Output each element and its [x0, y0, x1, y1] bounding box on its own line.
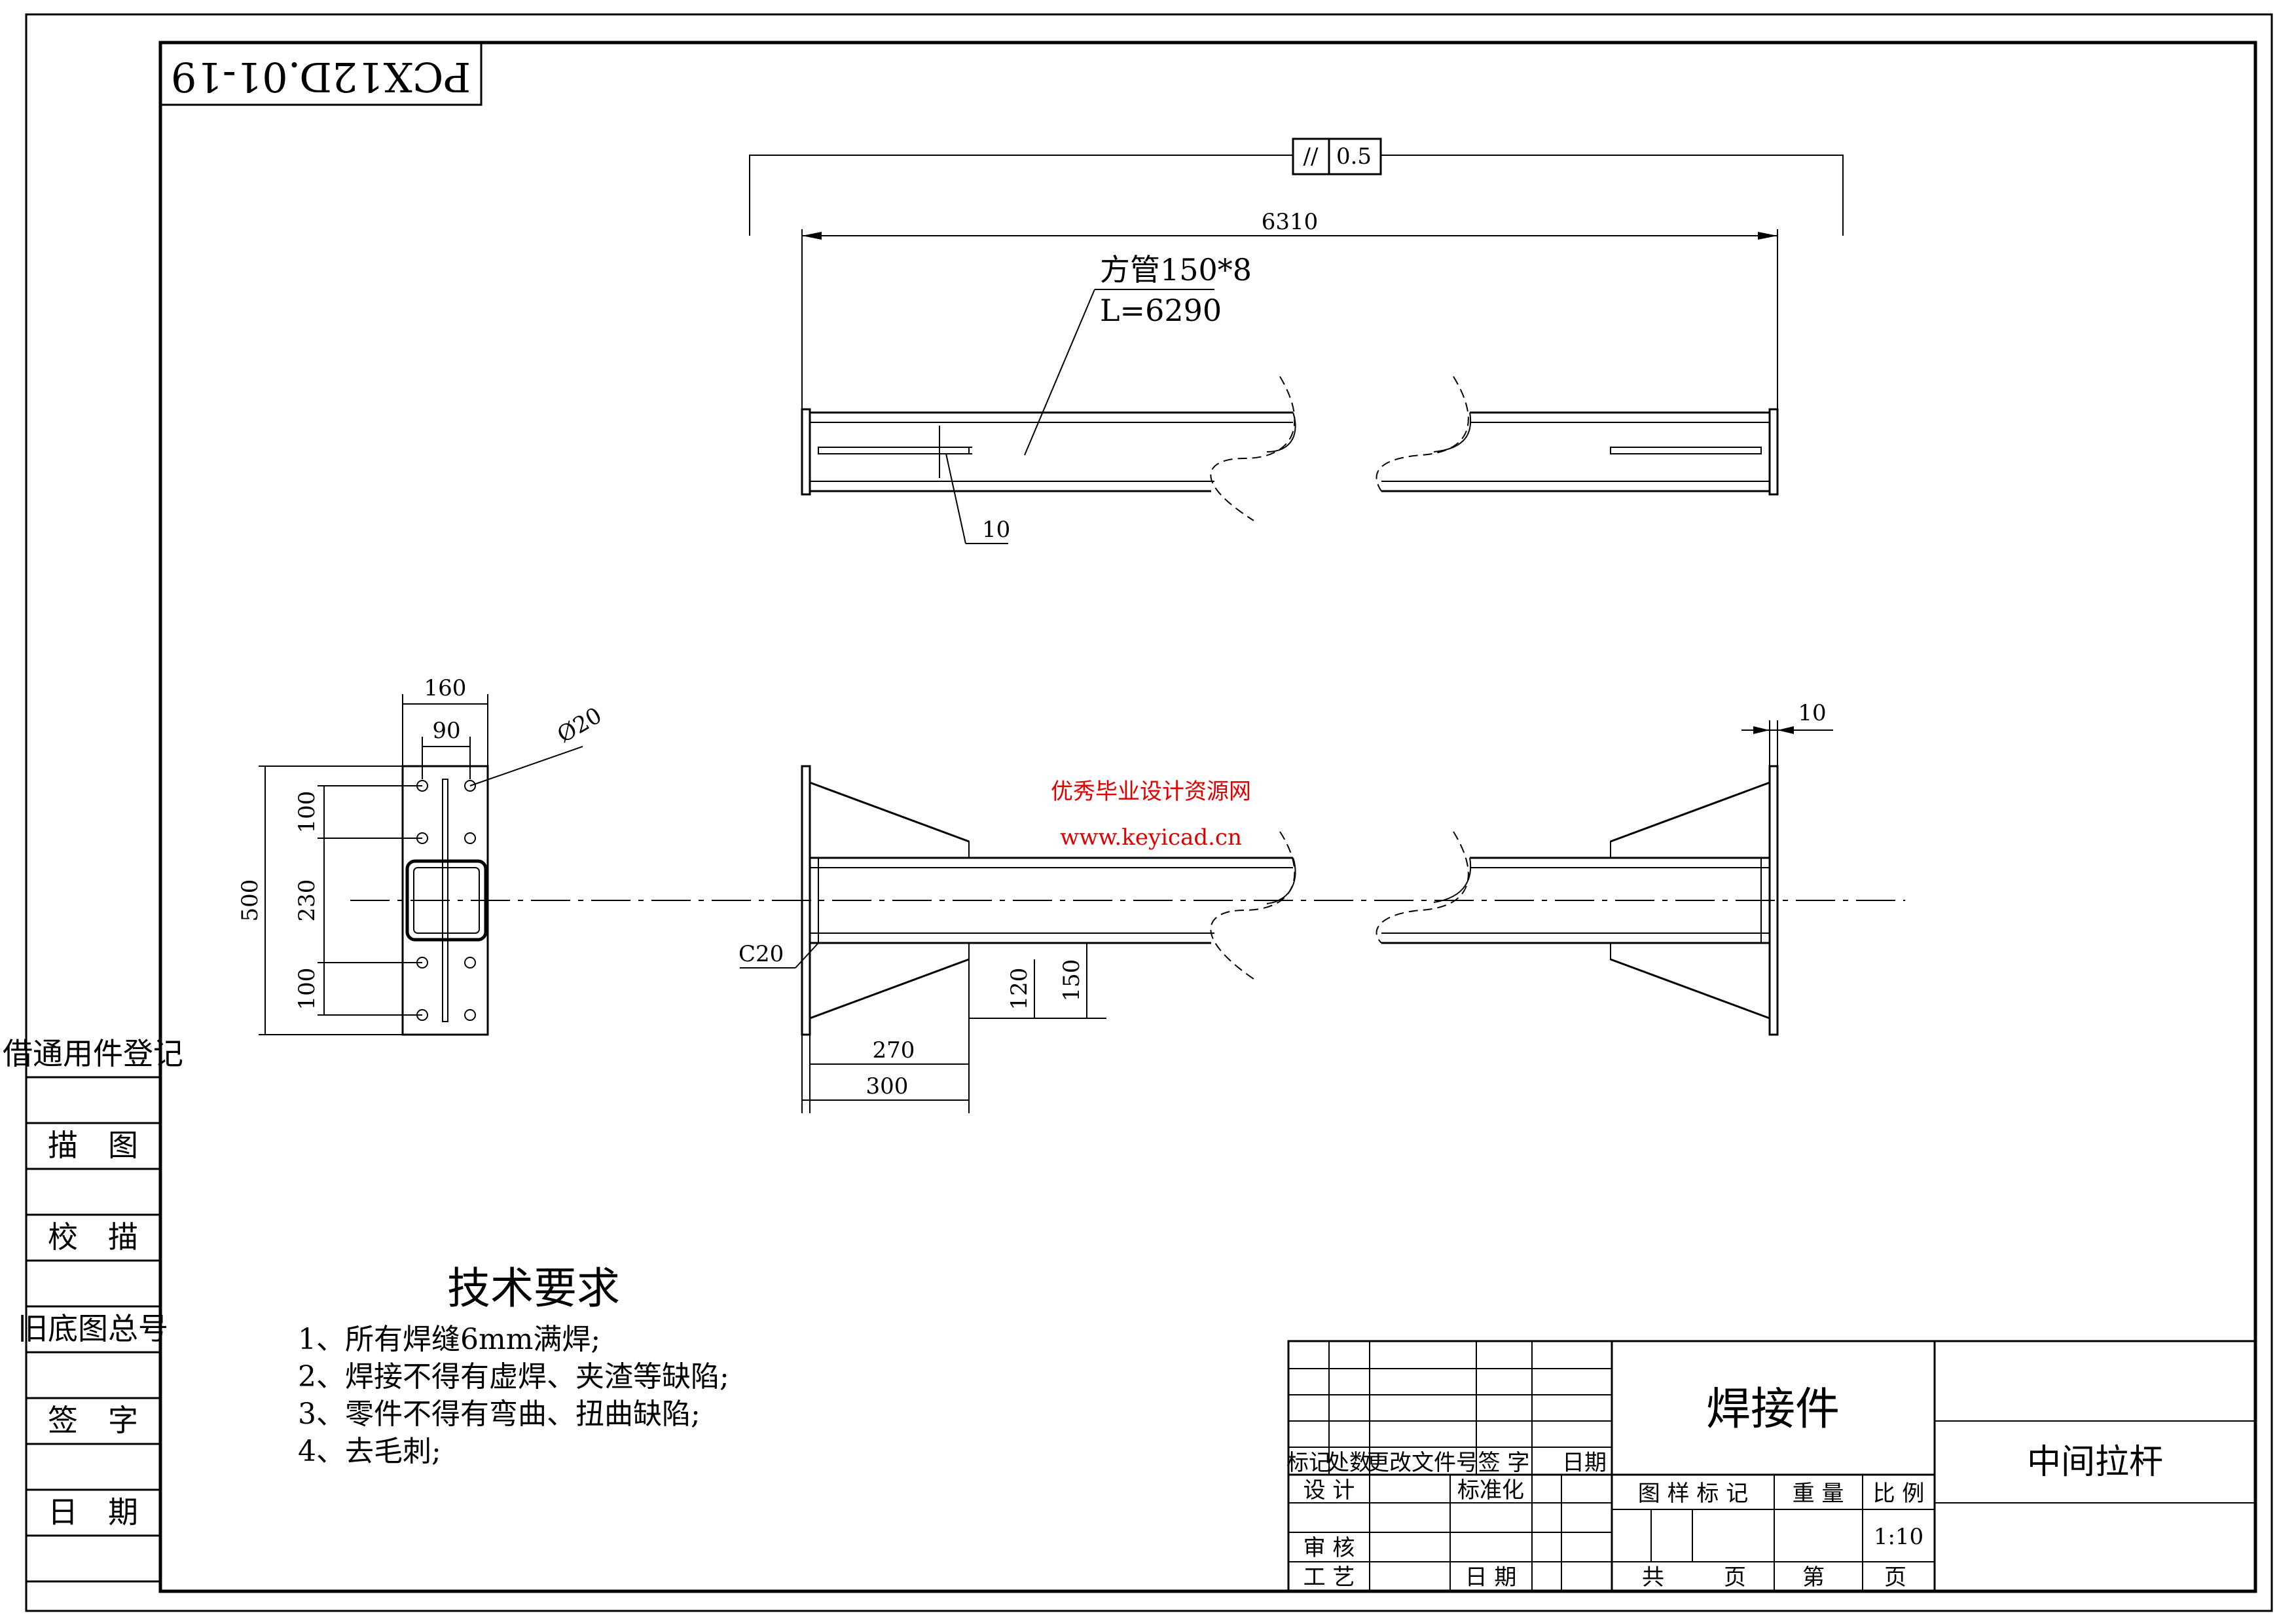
dim-rib-height-outer: 150 [1059, 959, 1085, 1002]
rev-header-date: 日期 [1562, 1450, 1607, 1476]
tech-requirement-item: 1、所有焊缝6mm满焊; [298, 1323, 600, 1356]
rev-header-sign: 签 字 [1478, 1450, 1530, 1476]
dim-rib-height-inner: 120 [1006, 968, 1032, 1010]
tech-requirements: 技术要求 1、所有焊缝6mm满焊; 2、焊接不得有虚焊、夹渣等缺陷; 3、零件不… [298, 1263, 729, 1468]
part-label-spec: 方管150*8 [1100, 252, 1252, 287]
dim-hole-spacing-top: 100 [294, 791, 320, 834]
front-view: 10 C20 120 150 270 300 [738, 700, 1833, 1113]
watermark: 优秀毕业设计资源网 www.keyicad.cn [1051, 779, 1251, 851]
side-cell-old-number: 旧底图总号 [18, 1311, 168, 1346]
watermark-url: www.keyicad.cn [1060, 824, 1242, 851]
dim-chamfer: C20 [738, 941, 784, 967]
side-cell-sign: 签 字 [48, 1403, 138, 1438]
ratio-value: 1:10 [1874, 1524, 1923, 1550]
side-cell-register: 借通用件登记 [3, 1036, 183, 1071]
dim-rib-length-outer: 300 [866, 1073, 909, 1099]
part-name: 中间拉杆 [2027, 1443, 2163, 1482]
total-pages-label: 共 [1642, 1564, 1664, 1591]
dim-hole-spacing-x: 90 [432, 718, 460, 744]
sample-mark-label: 图 样 标 记 [1638, 1481, 1748, 1507]
review-label: 审 核 [1303, 1535, 1355, 1561]
tech-requirement-item: 4、去毛刺; [298, 1435, 441, 1468]
tolerance-value: 0.5 [1336, 143, 1372, 170]
rev-header-document: 更改文件号 [1367, 1450, 1478, 1476]
weight-label: 重 量 [1793, 1481, 1844, 1507]
dim-hole-spacing-mid: 230 [294, 879, 320, 922]
dim-plate-height: 500 [237, 879, 263, 922]
dim-thickness: 10 [982, 517, 1010, 543]
dim-hole-diameter: Ø20 [553, 703, 607, 748]
drawing-code: PCX12D.01-19 [171, 53, 471, 101]
dim-plate-width: 160 [424, 675, 467, 701]
sheet-number-label: 第 [1802, 1564, 1825, 1591]
rev-header-count: 处数 [1327, 1450, 1372, 1476]
sheet-number-unit: 页 [1884, 1564, 1906, 1591]
design-label: 设 计 [1303, 1477, 1355, 1504]
drawing-code-box: PCX12D.01-19 [159, 41, 483, 106]
top-view: // 0.5 6310 方管150*8 L=6290 [749, 138, 1844, 544]
total-pages-unit: 页 [1724, 1564, 1746, 1591]
rev-header-mark: 标记 [1286, 1450, 1331, 1476]
part-label-length: L=6290 [1100, 293, 1222, 328]
tech-requirements-title: 技术要求 [447, 1263, 620, 1314]
dim-overall-length: 6310 [1262, 209, 1319, 235]
side-register-table: 借通用件登记 描 图 校 描 旧底图总号 签 字 日 期 [3, 1036, 183, 1583]
tech-requirement-item: 2、焊接不得有虚焊、夹渣等缺陷; [298, 1360, 729, 1393]
dim-hole-spacing-bottom: 100 [294, 968, 320, 1010]
side-cell-check: 校 描 [48, 1219, 138, 1255]
standardization-label: 标准化 [1457, 1477, 1524, 1504]
watermark-site-name: 优秀毕业设计资源网 [1051, 779, 1251, 805]
process-label: 工 艺 [1303, 1564, 1355, 1591]
side-cell-trace: 描 图 [48, 1128, 138, 1163]
drawing-frame [25, 13, 2273, 1612]
dim-rib-length-inner: 270 [873, 1037, 915, 1063]
tech-requirement-item: 3、零件不得有弯曲、扭曲缺陷; [298, 1397, 701, 1431]
side-cell-date: 日 期 [48, 1494, 138, 1530]
title-block: 标记 处数 更改文件号 签 字 日期 设 计 标准化 审 核 工 艺 日 期 焊… [1286, 1340, 2257, 1593]
product-name: 焊接件 [1706, 1384, 1840, 1435]
ratio-label: 比 例 [1873, 1481, 1925, 1507]
date-label: 日 期 [1465, 1564, 1517, 1591]
tolerance-symbol: // [1303, 143, 1319, 170]
dim-plate-offset: 10 [1798, 700, 1826, 726]
